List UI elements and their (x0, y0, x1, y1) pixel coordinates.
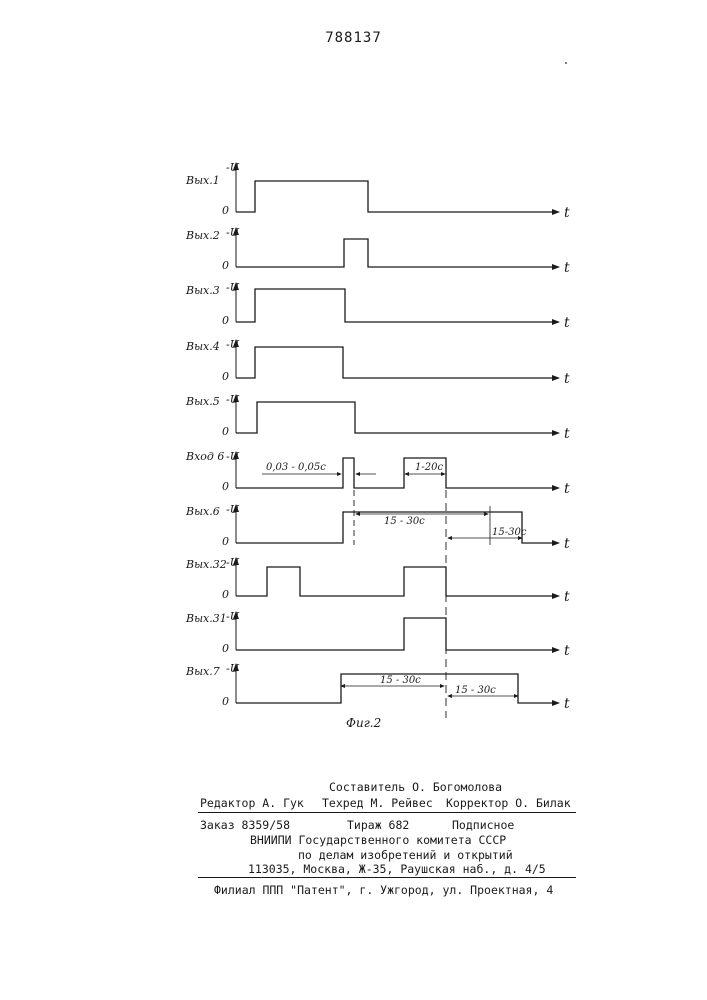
dimension-annotations: 0,03 - 0,05с 1-20с 15 - 30с 15-30с 15 - … (262, 460, 527, 718)
dim-out7-main: 15 - 30с (380, 675, 421, 686)
axis-zero-label: 0 (222, 535, 229, 548)
channel-label: Вых.31 (185, 612, 227, 625)
axis-t-label: t (564, 643, 570, 659)
dim-input-long: 1-20с (415, 462, 443, 473)
axis-t-label: t (564, 426, 570, 442)
imprint-editor: Редактор А. Гук (200, 796, 304, 810)
separator-rule (198, 877, 576, 878)
channel-label: Вых.2 (185, 229, 220, 242)
axis-top-label: -U (226, 610, 240, 623)
axis-top-label: -U (226, 226, 240, 239)
axis-zero-label: 0 (222, 204, 229, 217)
imprint-org-line2: по делам изобретений и открытий (298, 848, 513, 862)
axis-top-label: -U (226, 503, 240, 516)
axis-t-label: t (564, 315, 570, 331)
axis-zero-label: 0 (222, 695, 229, 708)
channel-label: Вых.7 (185, 665, 220, 678)
channel-label: Вых.6 (185, 505, 220, 518)
waveform (236, 567, 557, 596)
channel-6: Вход 6-U 0 t (185, 450, 570, 497)
axis-top-label: -U (226, 338, 240, 351)
waveform (236, 289, 557, 322)
axis-top-label: -U (226, 161, 240, 174)
imprint-compiler: Составитель О. Богомолова (329, 780, 502, 794)
axis-top-label: -U (226, 393, 240, 406)
axis-top-label: -U (226, 556, 240, 569)
axis-t-label: t (564, 371, 570, 387)
channel-8: Вых.32-U 0 t (185, 556, 570, 605)
axis-zero-label: 0 (222, 642, 229, 655)
imprint-tech-editor: Техред М. Рейвес (322, 796, 433, 810)
imprint-address: 113035, Москва, Ж-35, Раушская наб., д. … (248, 862, 546, 876)
imprint-org-line1: ВНИИПИ Государственного комитета СССР (250, 833, 506, 847)
waveform (236, 347, 557, 378)
channel-10: Вых.7 -U 0 t (185, 662, 570, 712)
channel-3: Вых.3 -U 0 t (185, 281, 570, 331)
axis-top-label: -U (226, 662, 240, 675)
axis-t-label: t (564, 536, 570, 552)
channel-label: Вых.1 (185, 174, 220, 187)
imprint-circulation: Тираж 682 (347, 818, 409, 832)
channels-layer: Вых.1-U0tВых.2-U0tВых.3-U0tВых.4-U0tВых.… (185, 161, 570, 712)
channel-2: Вых.2 -U 0 t (185, 226, 570, 276)
dim-input-short: 0,03 - 0,05с (266, 462, 326, 473)
imprint-order: Заказ 8359/58 (200, 818, 290, 832)
imprint-proofreader: Корректор О. Билак (446, 796, 571, 810)
channel-5: Вых.5 -U 0 t (185, 393, 570, 442)
channel-label: Вых.32 (185, 558, 227, 571)
dim-out6-main: 15 - 30с (384, 516, 425, 527)
axis-t-label: t (564, 205, 570, 221)
axis-top-label: -U (226, 450, 240, 463)
axis-zero-label: 0 (222, 425, 229, 438)
channel-label: Вых.5 (185, 395, 220, 408)
waveform (236, 618, 557, 650)
channel-label: Вых.3 (185, 284, 220, 297)
separator-rule (198, 812, 576, 813)
axis-zero-label: 0 (222, 314, 229, 327)
imprint-subscription: Подписное (452, 818, 514, 832)
dim-out7-tail: 15 - 30с (455, 685, 496, 696)
channel-4: Вых.4 -U 0 t (185, 338, 570, 387)
dim-out6-tail: 15-30с (492, 527, 527, 538)
axis-zero-label: 0 (222, 480, 229, 493)
axis-zero-label: 0 (222, 370, 229, 383)
axis-t-label: t (564, 696, 570, 712)
waveform (236, 181, 557, 212)
figure-caption: Фиг.2 (346, 716, 381, 730)
waveform (236, 402, 557, 433)
imprint-branch: Филиал ППП "Патент", г. Ужгород, ул. Про… (214, 883, 553, 897)
channel-label: Вых.4 (185, 340, 220, 353)
channel-1: Вых.1 -U 0 t (185, 161, 570, 221)
axis-t-label: t (564, 481, 570, 497)
axis-zero-label: 0 (222, 588, 229, 601)
waveform (236, 239, 557, 267)
axis-top-label: -U (226, 281, 240, 294)
axis-zero-label: 0 (222, 259, 229, 272)
axis-t-label: t (564, 260, 570, 276)
axis-t-label: t (564, 589, 570, 605)
channel-9: Вых.31-U 0 t (185, 610, 570, 659)
channel-label: Вход 6 (185, 450, 224, 463)
